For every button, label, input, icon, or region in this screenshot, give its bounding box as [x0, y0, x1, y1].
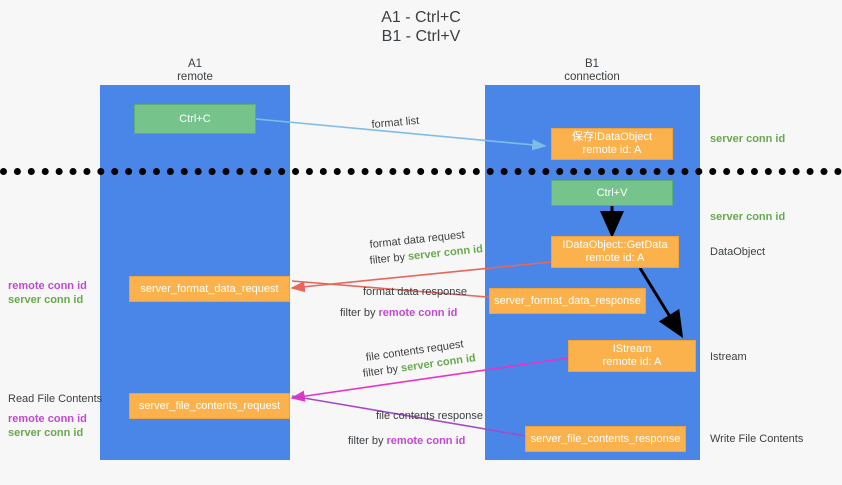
box-idataobject-getdata-line2: remote id: A — [585, 252, 645, 264]
box-ctrl-c-line1: Ctrl+C — [179, 112, 211, 125]
left-label-remote-conn-id-1: remote conn id — [8, 280, 87, 292]
box-ctrl-v[interactable]: Ctrl+V — [551, 180, 673, 206]
box-idataobject-getdata-line1: IDataObject::GetData — [562, 239, 668, 251]
label-format-data-request-filter-prefix: filter by — [369, 250, 409, 267]
label-format-data-response-filter: filter by remote conn id — [340, 306, 457, 320]
left-label-read-file-contents: Read File Contents — [8, 393, 103, 405]
arrow-format-data-response — [291, 280, 514, 304]
box-server-format-data-request-line1: server_format_data_request — [140, 282, 279, 295]
phase-divider — [0, 168, 842, 175]
box-server-format-data-response-line1: server_format_data_response — [494, 294, 641, 307]
arrow-getdata-to-istream — [638, 267, 684, 339]
arrow-format-data-request — [290, 261, 552, 293]
box-server-file-contents-response[interactable]: server_file_contents_response — [525, 426, 686, 452]
label-file-contents-response-filter: filter by remote conn id — [348, 434, 465, 448]
right-label-server-conn-id-top: server conn id — [710, 133, 786, 145]
right-label-server-conn-id-mid: server conn id — [710, 211, 786, 223]
arrow-file-contents-request — [290, 357, 569, 402]
lane-a1-title: A1 remote — [177, 58, 213, 83]
box-ctrl-c[interactable]: Ctrl+C — [134, 104, 256, 134]
box-istream-line2: remote id: A — [602, 356, 662, 368]
box-server-file-contents-request-line1: server_file_contents_request — [138, 399, 281, 412]
box-ctrl-v-line1: Ctrl+V — [596, 186, 628, 199]
left-label-server-conn-id-2: server conn id — [8, 427, 84, 439]
label-file-contents-response-filter-value: remote conn id — [386, 435, 466, 447]
box-idataobject-getdata[interactable]: IDataObject::GetData remote id: A — [551, 236, 679, 268]
box-istream[interactable]: IStream remote id: A — [568, 340, 696, 372]
right-label-write-file-contents: Write File Contents — [710, 433, 804, 445]
label-format-data-response-filter-prefix: filter by — [340, 307, 379, 319]
left-label-server-conn-id-1: server conn id — [8, 294, 84, 306]
label-file-contents-response-filter-prefix: filter by — [348, 435, 387, 447]
arrow-file-contents-response — [291, 395, 540, 442]
label-format-data-response-filter-value: remote conn id — [378, 307, 458, 319]
label-format-data-response: format data response — [363, 286, 467, 298]
arrow-format-list — [255, 118, 547, 151]
box-server-file-contents-response-line1: server_file_contents_response — [530, 432, 681, 445]
box-istream-line1: IStream — [612, 343, 652, 355]
box-save-idataobject-line1: 保存IDataObject — [571, 131, 653, 143]
box-server-format-data-response[interactable]: server_format_data_response — [489, 288, 646, 314]
box-save-idataobject-line2: remote id: A — [582, 144, 642, 156]
right-label-istream: Istream — [710, 351, 747, 363]
lane-b1-title: B1 connection — [564, 58, 620, 83]
right-label-dataobject: DataObject — [710, 246, 766, 258]
box-save-idataobject[interactable]: 保存IDataObject remote id: A — [551, 128, 673, 160]
box-server-file-contents-request[interactable]: server_file_contents_request — [129, 393, 290, 419]
box-server-format-data-request[interactable]: server_format_data_request — [129, 276, 290, 302]
left-label-remote-conn-id-2: remote conn id — [8, 413, 87, 425]
label-file-contents-response: file contents response — [376, 410, 484, 422]
page-title: A1 - Ctrl+C B1 - Ctrl+V — [381, 9, 461, 45]
